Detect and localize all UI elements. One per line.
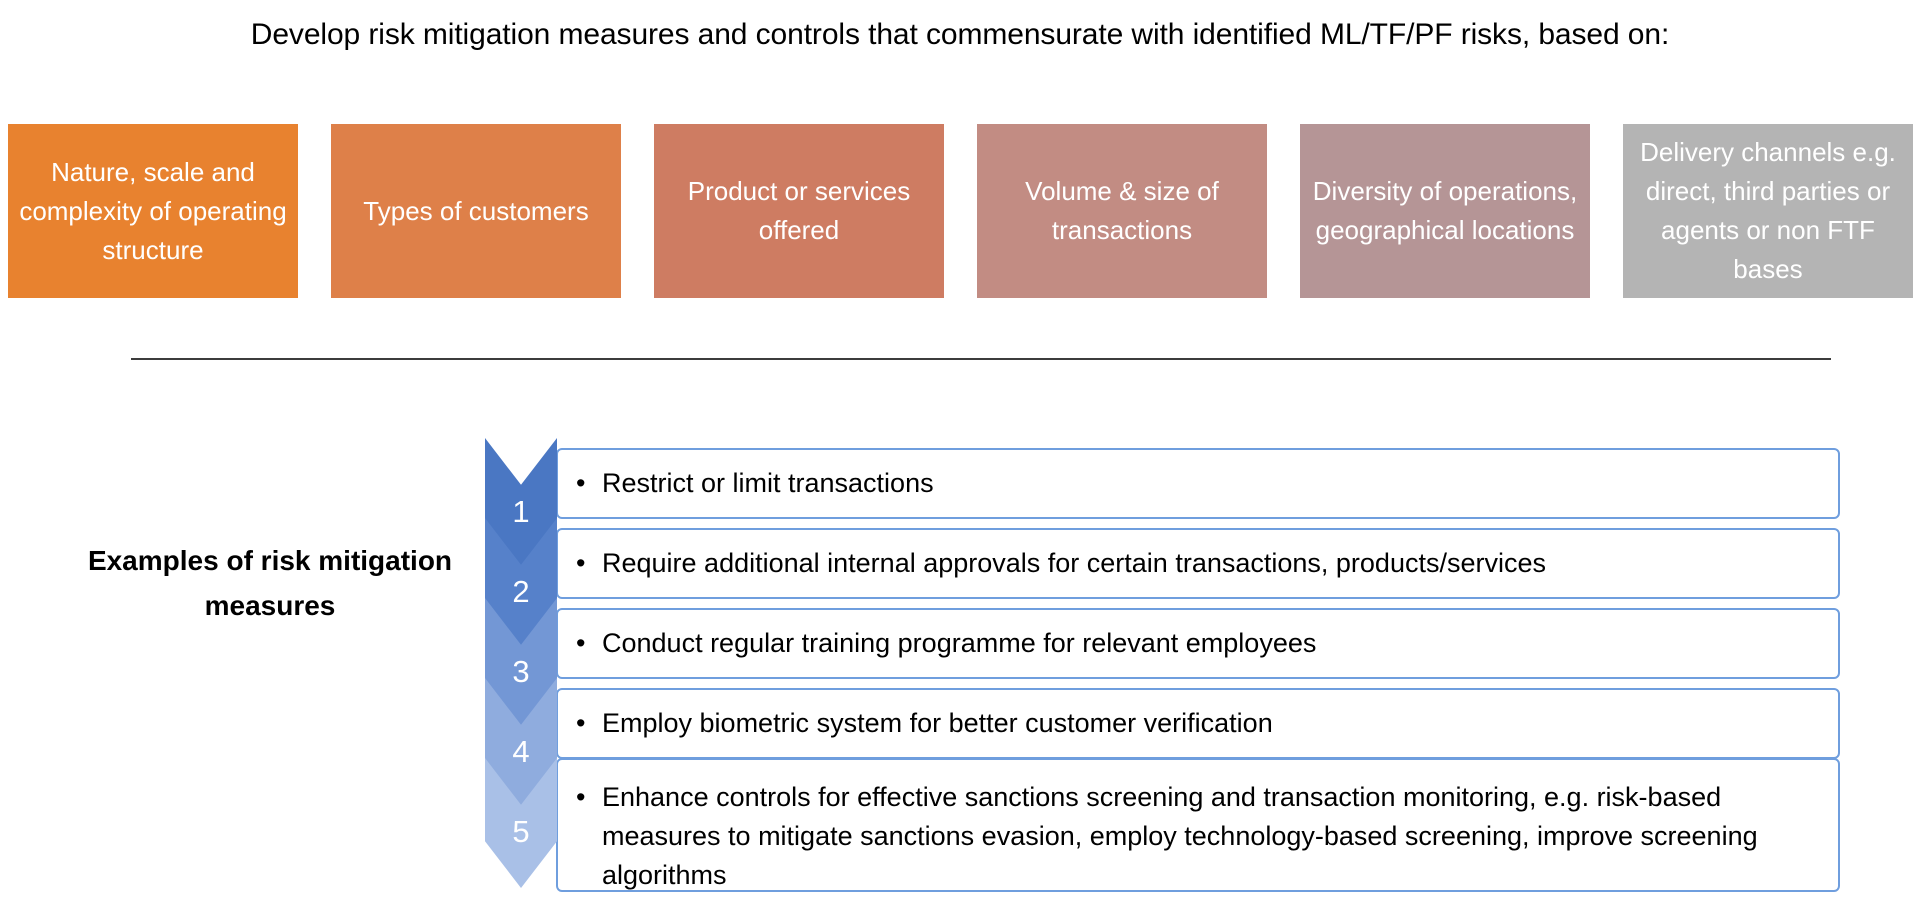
step-text: Enhance controls for effective sanctions…	[602, 782, 1758, 890]
risk-factor-box: Nature, scale and complexity of operatin…	[8, 124, 298, 298]
risk-factor-box: Delivery channels e.g. direct, third par…	[1623, 124, 1913, 298]
bullet-icon: •	[576, 708, 586, 738]
risk-factor-label: Volume & size of transactions	[1025, 176, 1219, 245]
step-number: 4	[512, 733, 530, 769]
risk-factor-label: Delivery channels e.g. direct, third par…	[1640, 137, 1896, 284]
bullet-icon: •	[576, 468, 586, 498]
risk-factor-label: Types of customers	[363, 195, 589, 226]
step-number: 3	[512, 653, 530, 689]
step-bullet-row: • Restrict or limit transactions	[576, 464, 934, 503]
step-text: Restrict or limit transactions	[602, 468, 934, 498]
step-text-box: • Require additional internal approvals f…	[556, 528, 1840, 599]
risk-factor-box: Types of customers	[331, 124, 621, 298]
step-number: 1	[512, 493, 530, 529]
step-text: Employ biometric system for better custo…	[602, 708, 1273, 738]
step-text-box: • Enhance controls for effective sanction…	[556, 758, 1840, 892]
bullet-icon: •	[576, 782, 586, 812]
risk-factor-box: Product or services offered	[654, 124, 944, 298]
step-text-box: • Employ biometric system for better cust…	[556, 688, 1840, 759]
step-bullet-row: • Require additional internal approvals f…	[576, 544, 1546, 583]
risk-factor-label: Nature, scale and complexity of operatin…	[19, 156, 287, 265]
risk-factor-label: Product or services offered	[687, 176, 911, 245]
step-number: 5	[512, 813, 530, 849]
step-text-box: • Conduct regular training programme for …	[556, 608, 1840, 679]
risk-factor-row: Nature, scale and complexity of operatin…	[8, 124, 1913, 298]
step-text: Conduct regular training programme for r…	[602, 628, 1317, 658]
step-text-box: • Restrict or limit transactions	[556, 448, 1840, 519]
bullet-icon: •	[576, 548, 586, 578]
risk-factor-box: Volume & size of transactions	[977, 124, 1267, 298]
step-bullet-row: • Enhance controls for effective sanction…	[576, 778, 1824, 895]
risk-factor-box: Diversity of operations, geographical lo…	[1300, 124, 1590, 298]
page-title: Develop risk mitigation measures and con…	[250, 18, 1670, 51]
examples-label: Examples of risk mitigation measures	[87, 545, 453, 621]
section-divider	[131, 358, 1831, 360]
step-bullet-row: • Conduct regular training programme for …	[576, 624, 1316, 663]
bullet-icon: •	[576, 628, 586, 658]
risk-factor-label: Diversity of operations, geographical lo…	[1312, 176, 1578, 245]
step-number: 2	[512, 573, 530, 609]
step-text: Require additional internal approvals fo…	[602, 548, 1546, 578]
step-bullet-row: • Employ biometric system for better cust…	[576, 704, 1273, 743]
